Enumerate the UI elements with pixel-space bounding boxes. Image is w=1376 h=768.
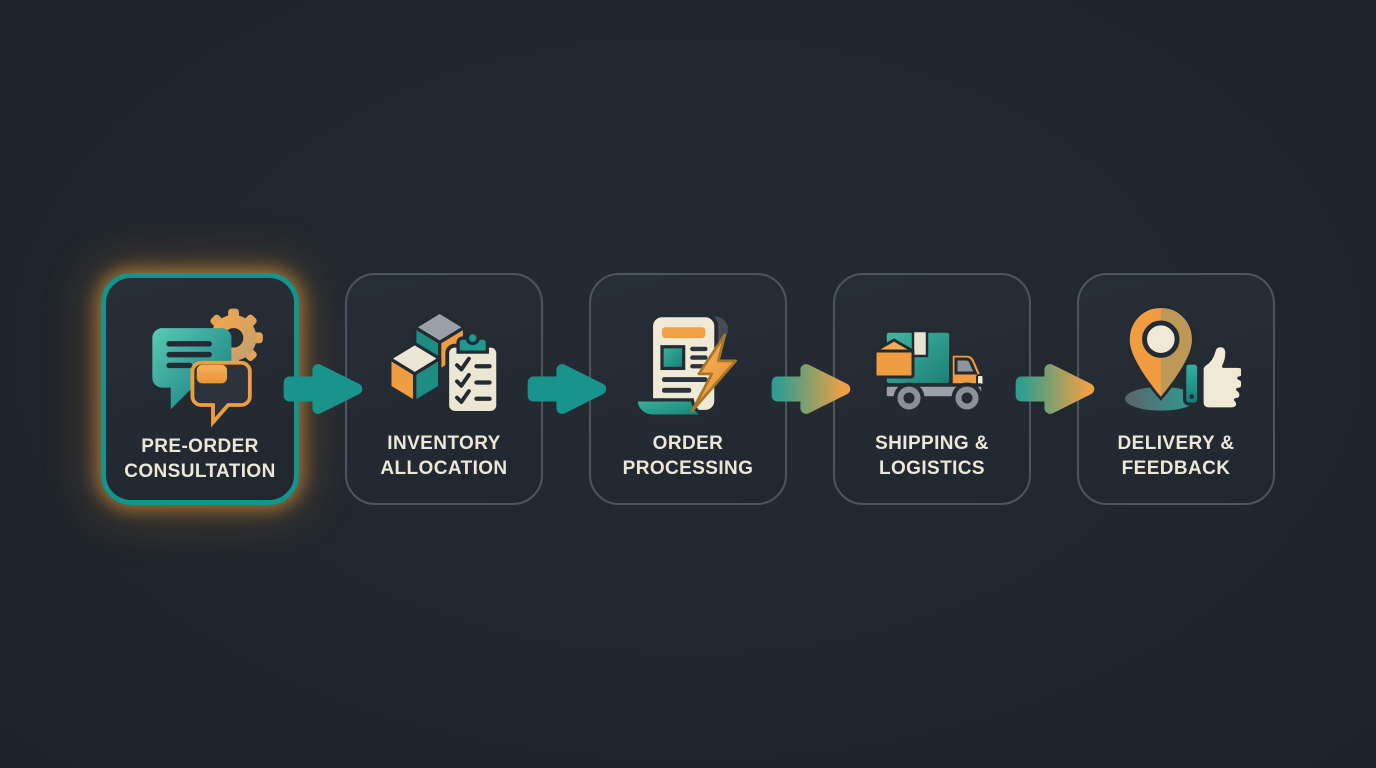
- location-pin-thumbs-up-icon: [1111, 297, 1241, 429]
- step-label: DELIVERY & FEEDBACK: [1118, 431, 1235, 481]
- flow-arrow-4: [1015, 349, 1095, 429]
- flow-arrow-1: [283, 349, 363, 429]
- arrow-right-icon: [771, 364, 851, 414]
- step-card-shipping-logistics: SHIPPING & LOGISTICS: [833, 273, 1031, 505]
- step-label: SHIPPING & LOGISTICS: [875, 431, 989, 481]
- step-label: ORDER PROCESSING: [623, 431, 754, 481]
- step-label-line2: PROCESSING: [622, 458, 754, 479]
- step-label: PRE-ORDER CONSULTATION: [124, 434, 276, 484]
- step-label-line1: DELIVERY &: [1117, 433, 1235, 454]
- step-card-pre-order-consultation: PRE-ORDER CONSULTATION: [101, 273, 299, 505]
- step-label-line2: FEEDBACK: [1121, 458, 1231, 479]
- chat-gear-icon: [135, 300, 265, 432]
- document-lightning-icon: [623, 297, 753, 429]
- step-label-line1: SHIPPING &: [875, 433, 989, 454]
- step-card-inventory-allocation: INVENTORY ALLOCATION: [345, 273, 543, 505]
- delivery-truck-icon: [867, 297, 997, 429]
- step-card-order-processing: ORDER PROCESSING: [589, 273, 787, 505]
- cubes-checklist-icon: [379, 297, 509, 429]
- arrow-right-icon: [1015, 364, 1095, 414]
- arrow-right-icon: [527, 364, 607, 414]
- flow-arrow-2: [527, 349, 607, 429]
- step-label-line2: ALLOCATION: [380, 458, 508, 479]
- flow-arrow-3: [771, 349, 851, 429]
- step-label-line2: CONSULTATION: [124, 461, 276, 482]
- step-label-line1: PRE-ORDER: [141, 436, 259, 457]
- step-label-line2: LOGISTICS: [879, 458, 985, 479]
- step-label-line1: ORDER: [652, 433, 724, 454]
- step-label-line1: INVENTORY: [387, 433, 501, 454]
- step-card-delivery-feedback: DELIVERY & FEEDBACK: [1077, 273, 1275, 505]
- arrow-right-icon: [283, 364, 363, 414]
- step-label: INVENTORY ALLOCATION: [380, 431, 507, 481]
